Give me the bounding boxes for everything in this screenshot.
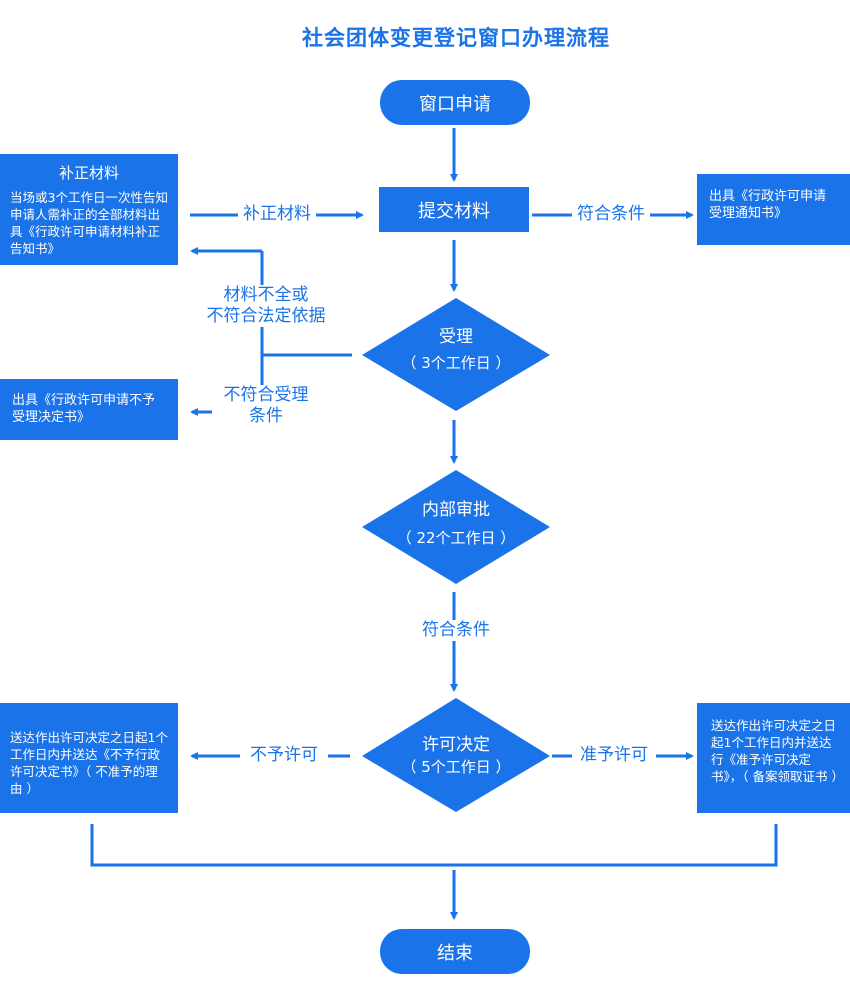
supplement-text: 当场或3个工作日一次性告知申请人需补正的全部材料出具《行政许可申请材料补正告知书… — [10, 190, 168, 256]
grant-box: 送达作出许可决定之日起1个工作日内并送达行《准予许可决定书》，（ 备案领取证书 … — [697, 703, 850, 813]
reject-notice-box: 出具《行政许可申请不予受理决定书》 — [0, 379, 178, 440]
accept-days: （ 3个工作日 ） — [401, 354, 511, 372]
decision-diamond — [362, 698, 550, 812]
accept-diamond — [362, 298, 550, 411]
accept-notice-box: 出具《行政许可申请受理通知书》 — [697, 174, 850, 245]
label-not-granted: 不予许可 — [240, 745, 328, 766]
label-meets-conditions-1: 符合条件 — [572, 204, 650, 225]
end-node: 结束 — [380, 929, 530, 974]
grant-text: 送达作出许可决定之日起1个工作日内并送达行《准予许可决定书》，（ 备案领取证书 … — [711, 718, 844, 784]
reject-notice-text: 出具《行政许可申请不予受理决定书》 — [12, 393, 156, 425]
submit-node: 提交材料 — [379, 187, 529, 232]
decision-days: （ 5个工作日 ） — [401, 758, 511, 776]
review-name: 内部审批 — [422, 500, 490, 520]
label-supplement-arrow: 补正材料 — [238, 204, 316, 225]
review-diamond — [362, 470, 550, 584]
decision-name: 许可决定 — [422, 735, 490, 755]
accept-name: 受理 — [439, 327, 473, 347]
deny-text: 送达作出许可决定之日起1个工作日内并送达《不予行政许可决定书》（ 不准予的理由 … — [10, 730, 168, 796]
decision-text: 许可决定 （ 5个工作日 ） — [380, 734, 532, 778]
label-incomplete: 材料不全或 不符合法定依据 — [192, 285, 340, 327]
review-text: 内部审批 （ 22个工作日 ） — [380, 499, 532, 549]
line-bottom-bracket — [90, 824, 778, 867]
review-days: （ 22个工作日 ） — [396, 529, 516, 547]
supplement-title: 补正材料 — [58, 164, 119, 182]
deny-box: 送达作出许可决定之日起1个工作日内并送达《不予行政许可决定书》（ 不准予的理由 … — [0, 703, 178, 813]
accept-notice-text: 出具《行政许可申请受理通知书》 — [709, 189, 827, 221]
accept-text: 受理 （ 3个工作日 ） — [380, 326, 532, 374]
page-title: 社会团体变更登记窗口办理流程 — [302, 26, 610, 50]
label-meets-conditions-2: 符合条件 — [416, 620, 496, 641]
start-node: 窗口申请 — [380, 80, 530, 125]
supplement-box: 补正材料 当场或3个工作日一次性告知申请人需补正的全部材料出具《行政许可申请材料… — [0, 154, 178, 265]
label-not-accepted: 不符合受理 条件 — [212, 385, 320, 427]
label-granted: 准予许可 — [572, 745, 656, 766]
